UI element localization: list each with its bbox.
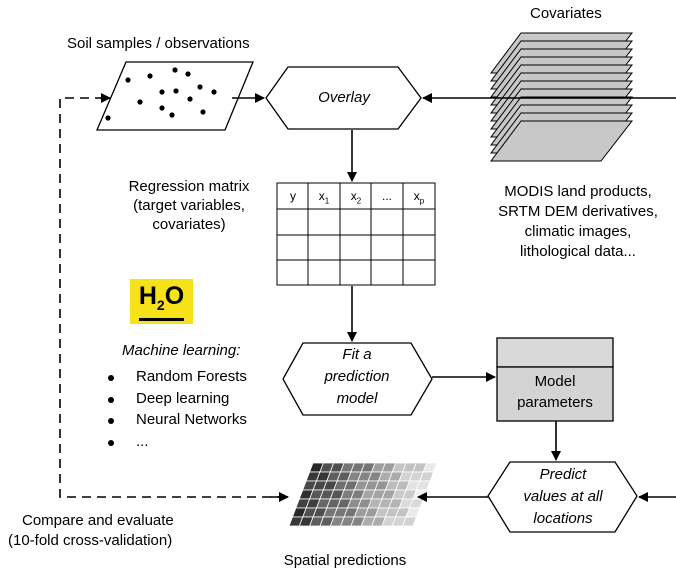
regression-matrix-label-line1: Regression matrix [128, 178, 250, 195]
model-parameters-line1: Model [534, 373, 576, 390]
bullet-icon [108, 418, 114, 424]
evaluation-line2: (10-fold cross-validation) [8, 532, 173, 549]
ml-item-deep-learning: Deep learning [136, 390, 230, 407]
fit-model-line3: model [336, 390, 378, 407]
regression-matrix-label-line2: (target variables, [133, 197, 245, 214]
predict-line3: locations [533, 510, 593, 527]
evaluation-line1: Compare and evaluate [22, 512, 174, 529]
spatial-predictions-grid [288, 462, 438, 527]
ml-item-neural-networks: Neural Networks [136, 411, 247, 428]
soil-samples-shape [96, 61, 254, 131]
regression-matrix-label-line3: covariates) [152, 216, 226, 233]
covariate-sources-line4: lithological data... [520, 243, 636, 260]
matrix-header-xp: xp [413, 189, 425, 206]
flow-arrows [232, 93, 676, 502]
ml-item-random-forests: Random Forests [136, 368, 247, 385]
machine-learning-heading: Machine learning: [122, 342, 241, 359]
bullet-icon [108, 375, 114, 381]
covariate-layer [490, 120, 634, 162]
model-parameters-shape [496, 337, 614, 422]
overlay-shape [265, 66, 422, 130]
matrix-header-x1: x1 [318, 189, 330, 206]
cross-validation-loop [59, 97, 286, 498]
matrix-header-x2: x2 [350, 189, 362, 206]
matrix-header-y: y [290, 189, 296, 203]
spatial-predictions-label: Spatial predictions [283, 552, 407, 569]
prediction-cell [402, 516, 418, 527]
h2o-logo: H2O [130, 279, 193, 324]
soil-samples-label: Soil samples / observations [67, 35, 250, 52]
covariate-sources-line1: MODIS land products, [504, 183, 652, 200]
covariate-sources-line3: climatic images, [524, 223, 632, 240]
fit-model-line1: Fit a [342, 346, 372, 363]
predict-line2: values at all [523, 488, 603, 505]
fit-model-shape [282, 342, 433, 416]
covariate-sources-line2: SRTM DEM derivatives, [498, 203, 658, 220]
model-parameters-line2: parameters [517, 394, 593, 411]
matrix-header-ellipsis: ... [381, 189, 392, 203]
ml-item-more: ... [136, 433, 149, 450]
predict-shape [487, 461, 638, 533]
bullet-icon [108, 440, 114, 446]
fit-model-line2: prediction [324, 368, 390, 385]
bullet-icon [108, 397, 114, 403]
covariates-layers [490, 32, 634, 162]
regression-matrix-grid [276, 182, 436, 286]
predict-line1: Predict [539, 466, 587, 483]
overlay-label: Overlay [318, 89, 370, 106]
covariates-label: Covariates [530, 5, 602, 22]
